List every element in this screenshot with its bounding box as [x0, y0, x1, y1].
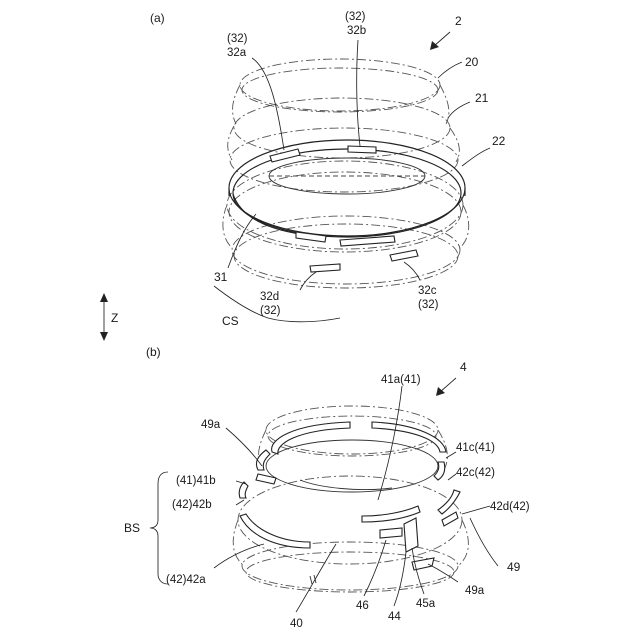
- contact-32c: [390, 250, 418, 261]
- label-40: 40: [290, 618, 303, 630]
- label-41c: 41c(41): [456, 442, 495, 454]
- label-42d: 42d(42): [490, 501, 530, 513]
- label-32b: 32b: [347, 25, 366, 37]
- label-32a-paren: (32): [227, 33, 248, 45]
- part-42d-tab: [442, 512, 458, 526]
- label-45a: 45a: [416, 598, 436, 610]
- axis-label-z: Z: [111, 311, 118, 325]
- label-22: 22: [492, 134, 506, 148]
- label-21: 21: [475, 91, 489, 105]
- label-bs: BS: [124, 521, 140, 535]
- ring-41: [256, 422, 446, 492]
- contact-32a: [270, 149, 300, 162]
- ring-31: [229, 140, 465, 237]
- label-32c-paren: (32): [418, 299, 439, 311]
- leaders-panel-a: [214, 40, 490, 322]
- part-49a-top: [256, 474, 276, 484]
- label-49: 49: [507, 560, 521, 574]
- label-42b: (42)42b: [172, 499, 212, 511]
- label-41a: 41a(41): [381, 374, 421, 386]
- panel-b: (b): [124, 345, 530, 630]
- label-32a: 32a: [227, 47, 247, 59]
- panel-b-tag: (b): [146, 345, 161, 359]
- label-32b-paren: (32): [345, 11, 366, 23]
- label-32c: 32c: [418, 285, 437, 297]
- label-49a-top: 49a: [201, 419, 221, 431]
- terminal-44-45a: [380, 518, 418, 552]
- label-2: 2: [455, 14, 462, 28]
- label-46: 46: [356, 600, 369, 612]
- panel-a-tag: (a): [150, 11, 165, 25]
- panel-a: (a): [150, 11, 506, 328]
- label-20: 20: [465, 55, 479, 69]
- label-31: 31: [214, 270, 228, 284]
- label-32d-paren: (32): [260, 305, 281, 317]
- contact-32d: [310, 264, 340, 272]
- label-42a: (42)42a: [166, 574, 206, 586]
- assembly-arrow-a: [430, 32, 450, 50]
- bs-bracket: [150, 472, 168, 584]
- body-21: [228, 126, 460, 192]
- contact-32b: [348, 146, 376, 153]
- label-32d: 32d: [260, 291, 279, 303]
- assembly-arrow-b: [436, 378, 456, 396]
- label-4: 4: [460, 360, 467, 374]
- label-41b: (41)41b: [176, 475, 216, 487]
- label-44: 44: [388, 611, 401, 623]
- label-49a-bottom: 49a: [465, 585, 485, 597]
- label-42c: 42c(42): [456, 467, 495, 479]
- label-cs: CS: [222, 314, 239, 328]
- z-axis-icon: Z: [100, 293, 118, 341]
